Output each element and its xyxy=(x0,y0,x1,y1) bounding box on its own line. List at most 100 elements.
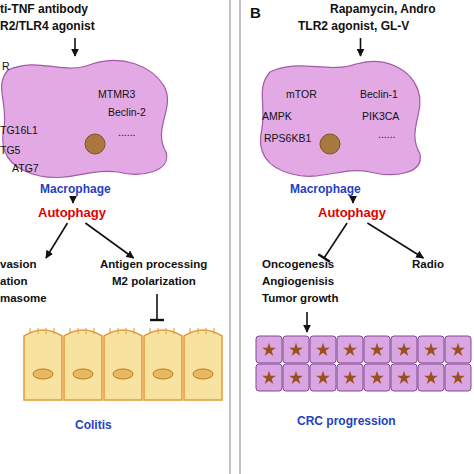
epithelial-cell xyxy=(184,330,222,400)
cell-nucleus xyxy=(289,371,303,384)
node-text: vasion xyxy=(0,258,36,272)
panel-border xyxy=(0,0,230,474)
tumor-cell xyxy=(283,336,309,363)
macrophage-cell: RMTMR3Beclin-2TG16L1TG5ATG7......Macroph… xyxy=(0,58,175,200)
microvillus xyxy=(150,328,151,334)
cell-nucleus xyxy=(262,371,276,384)
node-text: Colitis xyxy=(75,418,112,432)
tumor-cell xyxy=(337,336,363,363)
epithelial-cell xyxy=(144,330,182,400)
cell-nucleus xyxy=(451,371,465,384)
node-text: AMPK xyxy=(262,110,292,123)
arrow-connector xyxy=(72,202,74,203)
inhibit-connector xyxy=(156,294,158,320)
node-text: TG16L1 xyxy=(0,124,38,137)
node-text: masome xyxy=(0,292,47,306)
microvillus xyxy=(54,328,55,334)
node-text: CRC progression xyxy=(297,414,396,428)
node-text: ti-TNF antibody xyxy=(0,2,88,16)
tumor-cell xyxy=(283,364,309,391)
cell-nucleus xyxy=(424,343,438,356)
microvillus xyxy=(126,328,127,334)
drug-text: Rapamycin, AndroTLR2 agonist, GL-V xyxy=(298,2,474,36)
node-text: Radio xyxy=(412,258,444,272)
epithelial-cell xyxy=(24,330,62,400)
tumor-cell xyxy=(364,336,390,363)
cell-nucleus xyxy=(451,343,465,356)
node-text: ation xyxy=(0,275,27,289)
node-text: ...... xyxy=(118,126,136,139)
tumor-cell xyxy=(445,364,471,391)
microvillus xyxy=(158,328,159,334)
crc-cells: CRC progression xyxy=(252,334,474,434)
epithelium-art xyxy=(24,328,222,400)
tumor-cell xyxy=(418,336,444,363)
cell-nucleus xyxy=(73,369,93,379)
node-text: M2 polarization xyxy=(112,275,196,289)
node-text: MTMR3 xyxy=(98,88,135,101)
tumor-cell xyxy=(391,364,417,391)
node-text: ATG7 xyxy=(12,162,39,175)
cell-membrane xyxy=(2,60,168,177)
tumor-cell xyxy=(364,364,390,391)
cell-nucleus xyxy=(33,369,53,379)
arrow-connector xyxy=(46,223,68,258)
cell-nucleus xyxy=(113,369,133,379)
microvillus xyxy=(46,328,47,334)
node-text: Tumor growth xyxy=(262,292,338,306)
inhibit-connector xyxy=(324,223,347,258)
cell-nucleus xyxy=(316,371,330,384)
cell-nucleus xyxy=(85,134,105,154)
node-text: Antigen processing xyxy=(100,258,207,272)
tumor-cell xyxy=(445,336,471,363)
microvillus xyxy=(94,328,95,334)
tumor-cell xyxy=(337,364,363,391)
cell-nucleus xyxy=(193,369,213,379)
cell-nucleus xyxy=(370,371,384,384)
microvillus xyxy=(86,328,87,334)
node-text: PIK3CA xyxy=(362,110,399,123)
node-text: R xyxy=(2,60,10,73)
process-label: Autophagy xyxy=(318,205,388,223)
microvillus xyxy=(38,328,39,334)
microvillus xyxy=(118,328,119,334)
tumor-cell xyxy=(391,336,417,363)
epithelial-cell xyxy=(64,330,102,400)
arrow-connector xyxy=(360,38,362,56)
node-text: Autophagy xyxy=(318,205,386,221)
cell-membrane xyxy=(260,62,420,177)
microvillus xyxy=(134,328,135,334)
microvillus xyxy=(214,328,215,334)
cell-nucleus xyxy=(316,343,330,356)
tumor-cell xyxy=(310,364,336,391)
tumor-cell xyxy=(256,364,282,391)
microvillus xyxy=(30,328,31,334)
node-text: Rapamycin, Andro xyxy=(330,2,436,16)
cell-nucleus xyxy=(289,343,303,356)
outcome-text: OncogenesisAngiogenisisTumor growth xyxy=(262,258,352,310)
process-label: Autophagy xyxy=(38,205,108,223)
microvillus xyxy=(174,328,175,334)
panel-label: B xyxy=(250,4,261,21)
shape-art xyxy=(20,322,225,437)
arrow-connector xyxy=(352,202,354,203)
node-text: ...... xyxy=(378,128,396,141)
cell-nucleus xyxy=(343,371,357,384)
arrow-connector xyxy=(85,223,133,258)
drug-text: ti-TNF antibodyR2/TLR4 agonist xyxy=(0,2,150,36)
cell-nucleus xyxy=(320,134,340,154)
microvillus xyxy=(70,328,71,334)
microvillus xyxy=(78,328,79,334)
node-text: Angiogenisis xyxy=(262,275,334,289)
cell-name: Macrophage xyxy=(40,182,111,196)
microvillus xyxy=(166,328,167,334)
node-text: Oncogenesis xyxy=(262,258,334,272)
node-text: TLR2 agonist, GL-V xyxy=(298,19,409,33)
node-text: mTOR xyxy=(286,88,317,101)
arrow-connector xyxy=(367,223,423,258)
shape-art xyxy=(258,58,423,200)
cell-nucleus xyxy=(397,371,411,384)
macrophage-cell: mTORAMPKRPS6KB1Beclin-1PIK3CA......Macro… xyxy=(258,58,423,200)
microvillus xyxy=(110,328,111,334)
